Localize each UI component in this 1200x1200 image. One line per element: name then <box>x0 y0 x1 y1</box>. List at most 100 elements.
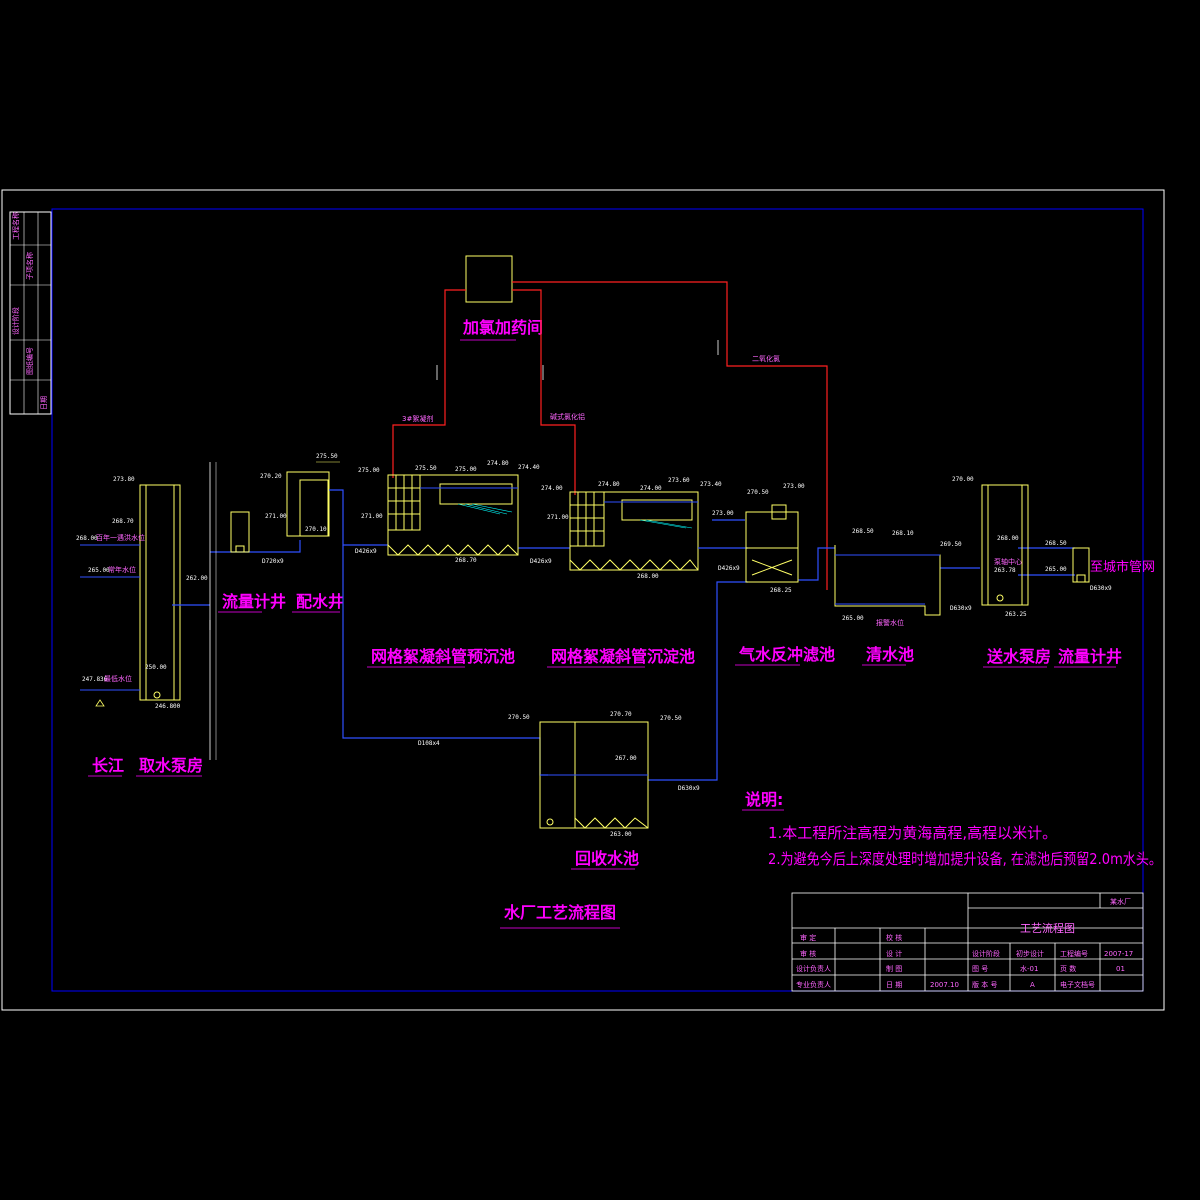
el-intake-low: 247.836 <box>82 676 108 683</box>
chemical-room <box>465 255 513 303</box>
el-intake-normal: 265.00 <box>88 567 110 574</box>
el-meter2-mid: 265.00 <box>1045 566 1067 573</box>
svg-text:初步设计: 初步设计 <box>1016 949 1044 958</box>
distribution-well <box>286 471 330 537</box>
intake-label: 长江 <box>92 756 124 775</box>
el-sed-bottom: 268.00 <box>637 573 659 580</box>
el-filter-w: 270.50 <box>747 489 769 496</box>
pipe-p4: D426x9 <box>718 565 740 572</box>
side-block-5: 日期 <box>40 396 48 410</box>
svg-text:审 核: 审 核 <box>800 949 816 958</box>
svg-text:A: A <box>1030 981 1035 989</box>
el-sed-c: 273.60 <box>668 477 690 484</box>
chemical-pipes <box>392 281 828 590</box>
el-meter1-top: 270.20 <box>260 473 282 480</box>
pipe-p7: D108x4 <box>418 740 440 747</box>
normal-level-label: 常年水位 <box>108 565 136 574</box>
el-sed-a: 274.80 <box>598 481 620 488</box>
el-rec-bottom: 263.00 <box>610 831 632 838</box>
side-block-1: 工程名称 <box>11 212 20 240</box>
side-block-2: 子项名称 <box>25 252 34 280</box>
pipe-p6: D630x9 <box>1090 585 1112 592</box>
el-pump2-mid: 268.00 <box>997 535 1019 542</box>
svg-text:页 数: 页 数 <box>1060 964 1076 973</box>
el-pump2-low: 263.78 <box>994 567 1016 574</box>
el-intake-top: 273.80 <box>113 476 135 483</box>
el-pre-c: 274.80 <box>487 460 509 467</box>
side-block-4: 图纸编号 <box>25 347 34 375</box>
el-pre-bottom: 268.70 <box>455 557 477 564</box>
sedimentation-label: 网格絮凝斜管沉淀池 <box>551 647 695 666</box>
flow-meter-well-2 <box>1072 547 1090 583</box>
el-pre-b: 275.00 <box>455 466 477 473</box>
low-level-label: 最低水位 <box>104 674 132 683</box>
outer-frame <box>1 189 1165 1011</box>
side-block: 工程名称 子项名称 设计阶段 图纸编号 日期 <box>9 211 52 415</box>
el-pump2-top: 270.00 <box>952 476 974 483</box>
coagulant-aid-label: 3#絮凝剂 <box>402 414 433 423</box>
distribution-well-label: 配水井 <box>296 592 344 611</box>
inner-frame <box>51 208 1144 992</box>
svg-text:设 计: 设 计 <box>886 949 902 958</box>
chlorine-dioxide-label: 二氧化氯 <box>752 354 780 363</box>
el-rec-d: 267.00 <box>615 755 637 762</box>
tb-org: 某水厂 <box>1110 897 1131 906</box>
el-sed-w: 271.00 <box>547 514 569 521</box>
svg-text:审 定: 审 定 <box>800 933 816 942</box>
intake-pump-house <box>139 484 181 701</box>
svg-text:2007-17: 2007-17 <box>1104 950 1133 958</box>
recovery-tank-label: 回收水池 <box>575 849 639 868</box>
filter-tank <box>745 504 799 583</box>
el-sed-d: 273.40 <box>700 481 722 488</box>
pipe-p3: D426x9 <box>530 558 552 565</box>
flow-meter-well-1 <box>230 511 250 553</box>
flow-meter-1-label: 流量计井 <box>222 592 286 611</box>
svg-text:工程编号: 工程编号 <box>1060 949 1088 958</box>
notes-heading: 说明: <box>745 790 783 809</box>
svg-text:设计阶段: 设计阶段 <box>972 949 1000 958</box>
title-block <box>791 892 1144 992</box>
svg-text:专业负责人: 专业负责人 <box>796 980 831 989</box>
el-clear-b: 269.50 <box>940 541 962 548</box>
tb-row-3: 设计负责人 制 图 版 本 号 A 电子文档号 <box>796 964 1095 989</box>
svg-text:电子文档号: 电子文档号 <box>1060 980 1095 989</box>
pre-sedimentation-label: 网格絮凝斜管预沉池 <box>371 647 515 666</box>
water-main-2 <box>329 489 570 776</box>
drawing-title: 水厂工艺流程图 <box>504 903 616 922</box>
chemical-room-label: 加氯加药间 <box>462 318 543 337</box>
svg-text:制 图: 制 图 <box>886 964 902 973</box>
el-intake-hw: 268.70 <box>112 518 134 525</box>
sedimentation-tank <box>569 491 699 571</box>
el-filter-top: 273.00 <box>783 483 805 490</box>
el-rec-c: 270.50 <box>660 715 682 722</box>
el-sed-b: 274.00 <box>640 485 662 492</box>
el-intake-pump: 250.00 <box>145 664 167 671</box>
delivery-pump-house <box>981 484 1029 606</box>
svg-text:01: 01 <box>1116 965 1125 973</box>
el-intake-bottom: 246.800 <box>155 703 181 710</box>
el-pre-w: 271.00 <box>361 513 383 520</box>
water-lines-intake <box>80 544 140 691</box>
el-sed-in: 274.00 <box>541 485 563 492</box>
el-meter2-top: 268.50 <box>1045 540 1067 547</box>
el-meter1-mid: 271.00 <box>265 513 287 520</box>
el-pre-in: 275.00 <box>358 467 380 474</box>
svg-text:2007.10: 2007.10 <box>930 981 959 989</box>
pipe-p5: D630x9 <box>950 605 972 612</box>
pump-center-label: 泵轴中心 <box>994 557 1022 566</box>
svg-text:版 本 号: 版 本 号 <box>972 980 997 989</box>
el-filter-in: 273.00 <box>712 510 734 517</box>
tb-row-4: 专业负责人 日 期 2007.10 <box>796 980 959 989</box>
side-block-3: 设计阶段 <box>11 307 20 335</box>
pipe-p1: D720x9 <box>262 558 284 565</box>
tb-row-2: 审 核 设 计 图 号 水-01 页 数 01 <box>800 949 1125 973</box>
svg-text:水-01: 水-01 <box>1020 964 1038 973</box>
alarm-level-label: 报警水位 <box>876 618 904 627</box>
svg-text:图 号: 图 号 <box>972 965 988 973</box>
tb-drawing: 工艺流程图 <box>1020 921 1075 935</box>
el-rec-a: 270.50 <box>508 714 530 721</box>
pipe-p8: D630x9 <box>678 785 700 792</box>
el-filter-bottom: 268.25 <box>770 587 792 594</box>
note-line-1: 1.本工程所注高程为黄海高程,高程以米计。 <box>768 824 1057 842</box>
